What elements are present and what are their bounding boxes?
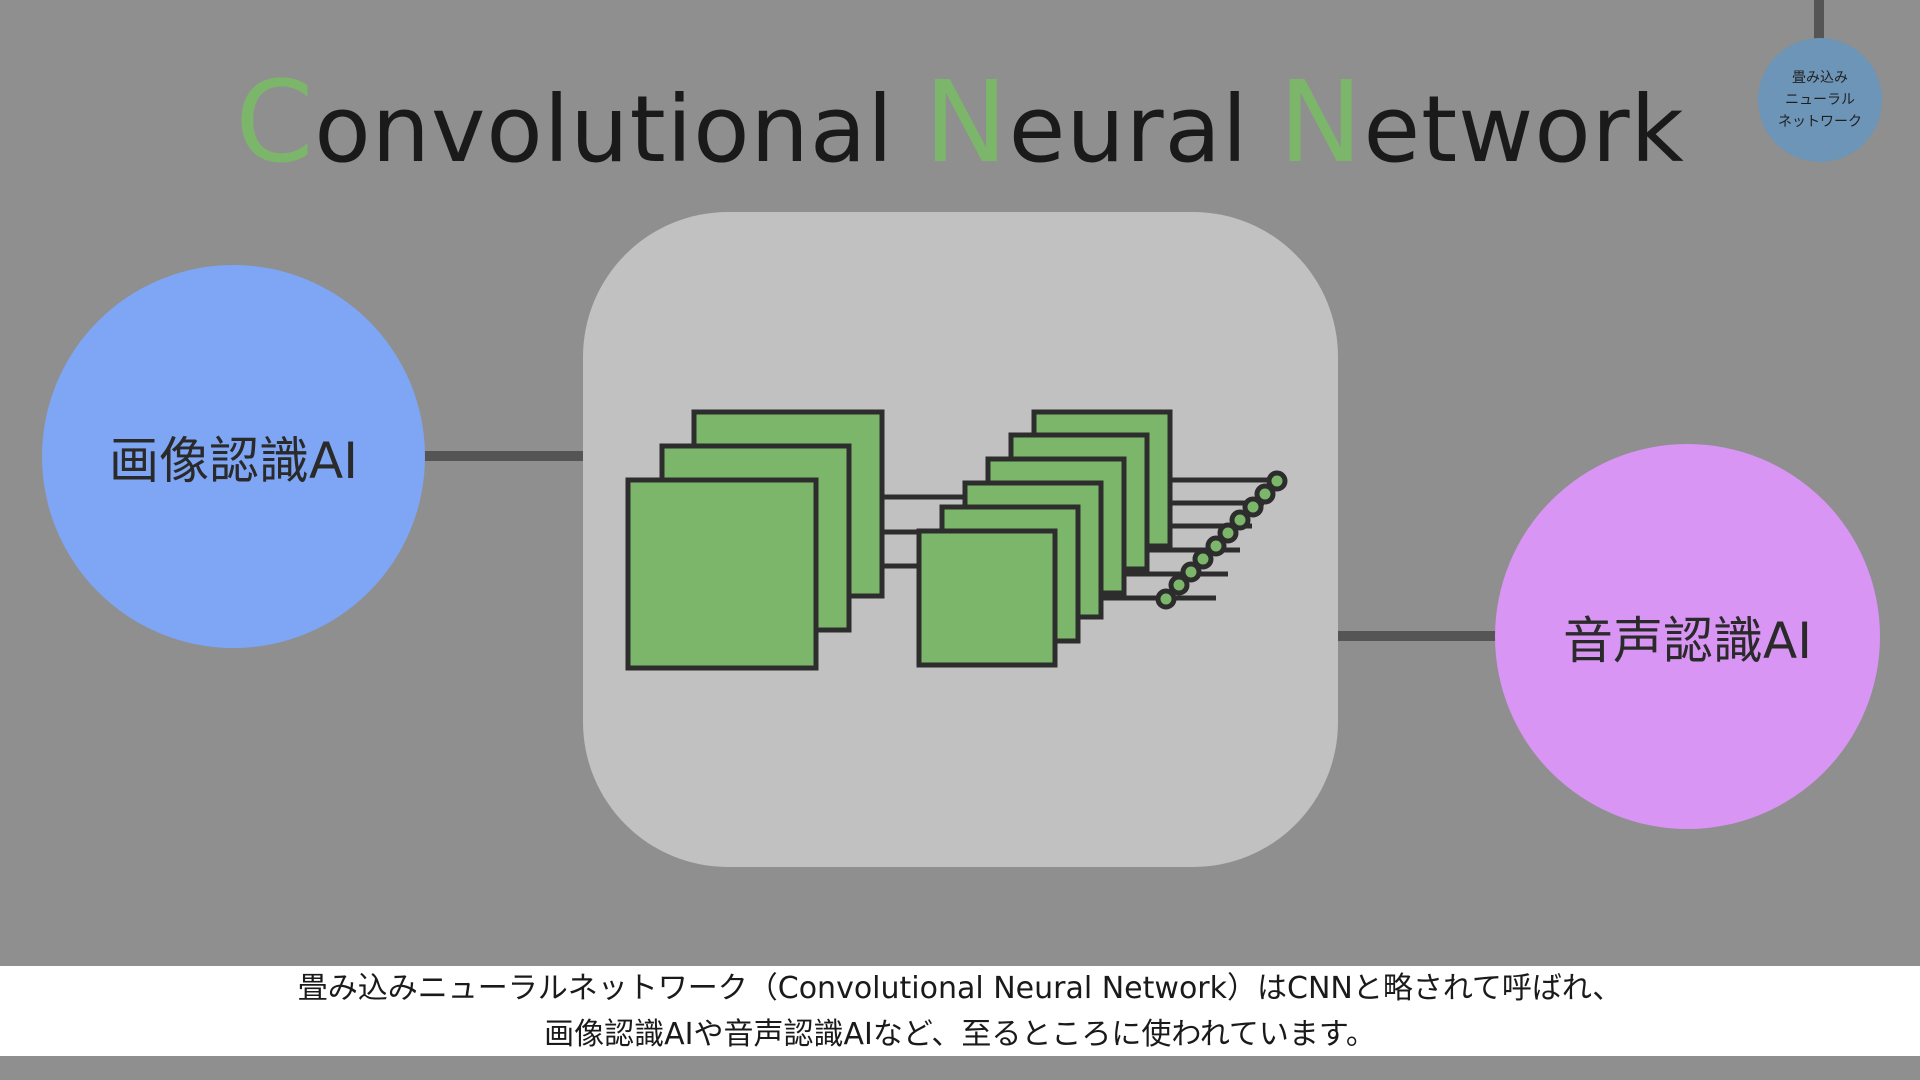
title-initial-c: C — [235, 58, 315, 188]
page-title: Convolutional Neural Network — [0, 58, 1920, 188]
speech-recognition-node[interactable]: 音声認識AI — [1495, 444, 1880, 829]
image-recognition-node[interactable]: 画像認識AI — [42, 265, 425, 648]
badge-line-2: ニューラル — [1785, 92, 1855, 108]
title-word-convolutional: onvolutional — [314, 76, 894, 183]
badge-line-3: ネットワーク — [1778, 114, 1862, 130]
topic-badge[interactable]: 畳み込み ニューラル ネットワーク — [1758, 38, 1882, 162]
connector-right — [1335, 631, 1500, 641]
title-word-network: etwork — [1363, 76, 1685, 183]
caption-box: 畳み込みニューラルネットワーク（Convolutional Neural Net… — [0, 966, 1920, 1056]
badge-line-1: 畳み込み — [1792, 70, 1848, 86]
title-initial-n1: N — [924, 58, 1009, 188]
image-recognition-label: 画像認識AI — [109, 431, 358, 490]
title-word-neural: eural — [1008, 76, 1249, 183]
connector-top-right — [1814, 0, 1824, 40]
caption-line-2: 画像認識AIや音声認識AIなど、至るところに使われています。 — [544, 1017, 1376, 1052]
connector-left — [420, 451, 586, 461]
title-initial-n2: N — [1278, 58, 1364, 188]
caption-line-1: 畳み込みニューラルネットワーク（Convolutional Neural Net… — [297, 971, 1623, 1006]
speech-recognition-label: 音声認識AI — [1563, 611, 1812, 670]
